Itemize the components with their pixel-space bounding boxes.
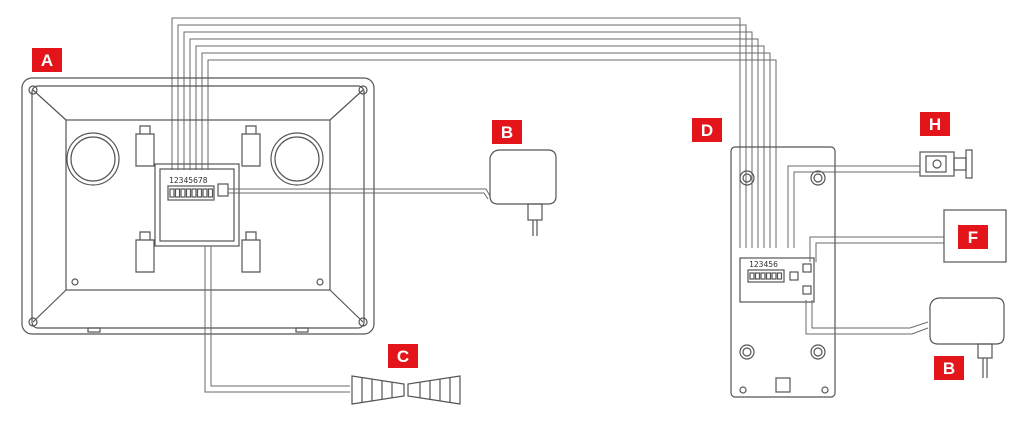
svg-text:B: B <box>943 359 955 378</box>
door-panel-terminal-numbers: 123456 <box>749 260 778 269</box>
label-h: H <box>920 112 950 136</box>
label-b-top: B <box>492 120 522 144</box>
svg-text:C: C <box>397 347 409 366</box>
svg-text:H: H <box>929 115 941 134</box>
label-b-bottom: B <box>934 356 964 380</box>
chime-unit <box>351 375 461 405</box>
svg-text:D: D <box>701 121 713 140</box>
bus-wires <box>171 17 777 248</box>
monitor-terminal-numbers: 12345678 <box>169 176 208 185</box>
power-adapter-bottom <box>929 297 1005 378</box>
svg-text:A: A <box>41 51 53 70</box>
label-d: D <box>692 118 722 142</box>
svg-text:B: B <box>501 123 513 142</box>
svg-text:F: F <box>968 228 978 247</box>
auxiliary-device-box <box>943 209 1007 263</box>
label-a: A <box>32 48 62 72</box>
door-panel-unit: 123456 <box>730 146 836 398</box>
monitor-unit: 12345678 <box>21 77 375 335</box>
label-c: C <box>388 344 418 368</box>
label-f: F <box>958 225 988 249</box>
power-adapter-top <box>489 149 557 236</box>
electric-lock <box>919 149 973 179</box>
